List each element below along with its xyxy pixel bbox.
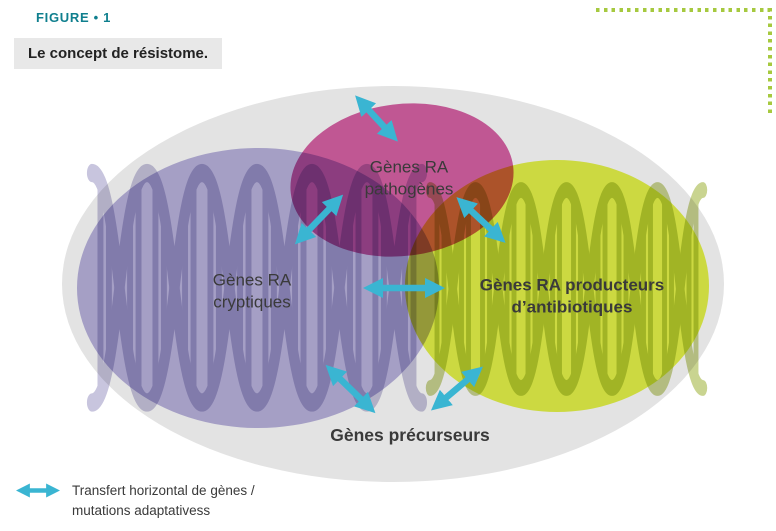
figure-title: Le concept de résistome.: [14, 38, 223, 69]
producer-genes-label-line2: d’antibiotiques: [511, 297, 633, 316]
transfer-arrow-pathogen-producer-icon: [456, 197, 506, 243]
producer-genes-label: Gènes RA producteurs d’antibiotiques: [480, 274, 665, 318]
transfer-arrow-cryptic-pathogen-icon: [294, 194, 344, 245]
legend-text-line1: Transfert horizontal de gènes /: [72, 483, 255, 498]
cryptic-genes-label-line1: Gènes RA: [212, 270, 292, 290]
legend-text: Transfert horizontal de gènes / mutation…: [72, 481, 255, 520]
transfer-arrow-cryptic-precursor-icon: [325, 364, 376, 414]
double-headed-arrow-icon: [15, 483, 61, 498]
pathogen-genes-label-line1: Gènes RA: [369, 157, 449, 177]
legend-text-line2: mutations adaptativess: [72, 502, 211, 518]
legend: Transfert horizontal de gènes / mutation…: [14, 481, 255, 520]
transfer-arrow-producer-precursor-icon: [430, 366, 484, 411]
dotted-border-top: [596, 8, 770, 12]
figure-number-label: FIGURE • 1: [36, 10, 112, 25]
transfer-arrow-top-icon: [355, 95, 398, 142]
pathogen-genes-label: Gènes RA pathogènes: [365, 156, 454, 200]
producer-genes-label-line1: Gènes RA producteurs: [479, 275, 665, 295]
precursor-genes-label: Gènes précurseurs: [330, 424, 490, 445]
dotted-border-right: [768, 8, 772, 116]
cryptic-genes-label-line2: cryptiques: [213, 292, 291, 311]
cryptic-genes-label: Gènes RA cryptiques: [213, 269, 291, 313]
pathogen-genes-label-line2: pathogènes: [364, 179, 454, 198]
